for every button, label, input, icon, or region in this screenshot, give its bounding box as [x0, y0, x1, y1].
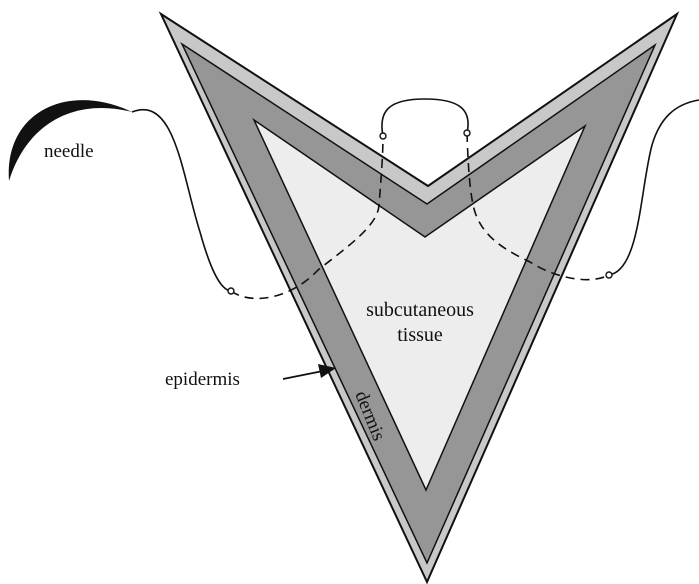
suture-entry-point-left: [228, 288, 234, 294]
subcutaneous-label-line1: subcutaneous: [366, 299, 474, 321]
needle-label: needle: [44, 141, 94, 162]
suture-point-top-left: [380, 133, 386, 139]
suture-point-top-right: [464, 130, 470, 136]
suture-thread-left: [132, 110, 231, 291]
epidermis-label: epidermis: [165, 369, 240, 390]
epidermis-arrow-line: [283, 371, 323, 379]
suture-thread-top-loop: [382, 99, 468, 136]
subcutaneous-label-line2: tissue: [397, 324, 443, 346]
suture-exit-point-right: [606, 272, 612, 278]
